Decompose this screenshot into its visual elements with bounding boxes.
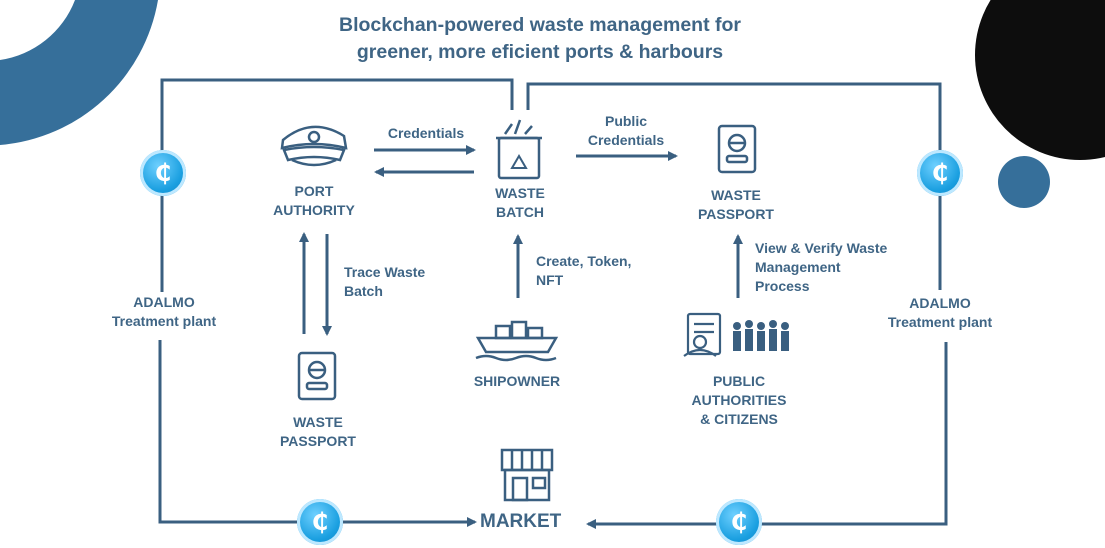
- node-port-authority: PORT AUTHORITY: [273, 183, 355, 218]
- node-waste-passport-right: WASTE PASSPORT: [698, 187, 774, 222]
- store-icon: [500, 448, 554, 502]
- coin-icon: ₵: [297, 499, 343, 545]
- passport-icon-left: [297, 351, 337, 401]
- node-adalmo-right: ADALMO Treatment plant: [872, 294, 1008, 332]
- edge-public-credentials: Public Credentials: [587, 113, 665, 148]
- node-public-authorities: PUBLIC AUTHORITIES & CITIZENS: [691, 373, 787, 427]
- title-line-1: Blockchan-powered waste management for: [338, 14, 742, 36]
- edge-create-token-nft: Create, Token, NFT: [536, 253, 632, 288]
- coin-icon: ₵: [917, 150, 963, 196]
- coin-icon: ₵: [716, 499, 762, 545]
- passport-icon-right: [717, 124, 757, 174]
- loop-right-bottom: [586, 342, 948, 529]
- crowd-people-icon: [733, 320, 789, 351]
- decor-black-circle: [975, 0, 1105, 160]
- node-waste-passport-left: WASTE PASSPORT: [280, 414, 356, 449]
- node-adalmo-left: ADALMO Treatment plant: [96, 293, 232, 331]
- diagram-title: Blockchan-powered waste management for g…: [280, 12, 800, 66]
- crowd-icon: [683, 312, 722, 357]
- node-shipowner: SHIPOWNER: [473, 373, 561, 389]
- decor-blue-circle: [998, 156, 1050, 208]
- police-cap-icon: [280, 125, 348, 167]
- title-line-2: greener, more eficient ports & harbours: [356, 41, 724, 63]
- loop-left-bottom: [158, 340, 477, 527]
- node-waste-batch: WASTE BATCH: [495, 185, 545, 220]
- decor-blue-arc: [0, 0, 158, 145]
- node-market: MARKET: [480, 511, 562, 532]
- edge-trace-waste-batch: Trace Waste Batch: [344, 264, 426, 299]
- edge-credentials: Credentials: [387, 125, 465, 141]
- recycle-bin-icon: [496, 119, 542, 180]
- ship-icon: [475, 320, 559, 362]
- edge-view-verify: View & Verify Waste Management Process: [755, 240, 888, 294]
- coin-icon: ₵: [140, 150, 186, 196]
